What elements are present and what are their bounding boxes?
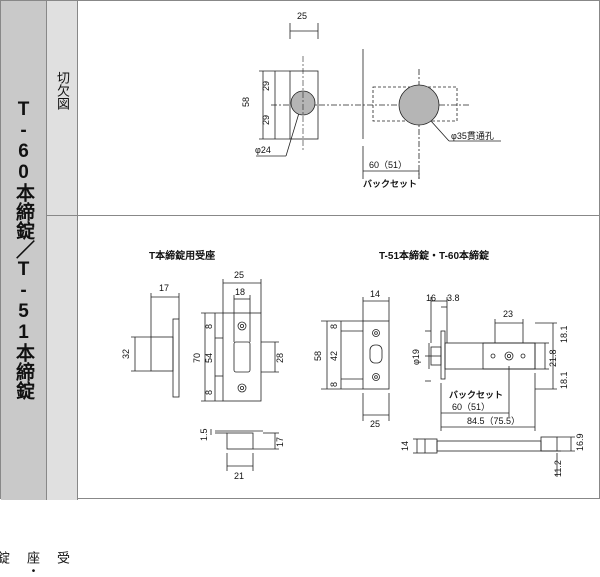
strike-dim-21: 21 xyxy=(234,471,244,481)
lock-dim-14-bottom: 14 xyxy=(400,441,410,451)
strike-plate-front xyxy=(222,312,262,402)
lock-dim-23: 23 xyxy=(503,309,513,319)
lock-dim-18-1-bottom: 18.1 xyxy=(559,371,569,389)
cutout-dim-58: 58 xyxy=(241,97,251,107)
lock-dim-8-top: 8 xyxy=(329,324,339,329)
lock-dim-84-5: 84.5（75.5） xyxy=(467,416,520,426)
strike-dim-17-bottom: 17 xyxy=(275,437,285,447)
lock-dim-21-8: 21.8 xyxy=(548,349,558,367)
section-divider xyxy=(77,215,600,216)
lock-dim-3-8: 3.8 xyxy=(447,293,460,303)
lock-bolt-bottom xyxy=(424,438,438,454)
lock-dim-11-2: 11.2 xyxy=(553,460,563,477)
strike-dim-18: 18 xyxy=(235,287,245,297)
strike-drawing xyxy=(131,279,279,471)
lock-dim-8-bottom: 8 xyxy=(329,382,339,387)
lock-dim-25: 25 xyxy=(370,419,380,429)
cutout-dim-25: 25 xyxy=(297,11,307,21)
strike-dim-8-top: 8 xyxy=(204,324,214,329)
strike-heading: T本締錠用受座 xyxy=(149,249,215,262)
lock-dim-16-9: 16.9 xyxy=(575,433,585,451)
cutout-dim-29-bottom: 29 xyxy=(261,115,271,125)
strike-box-side xyxy=(150,336,174,372)
lock-dim-18-1-top: 18.1 xyxy=(559,325,569,343)
lock-bolt-opening xyxy=(369,344,383,364)
cylinder-hole-24 xyxy=(290,90,316,116)
through-hole-35 xyxy=(398,84,440,126)
lock-dim-60-51: 60（51） xyxy=(452,402,490,412)
lock-front-plate xyxy=(362,320,390,390)
strike-dim-17: 17 xyxy=(159,283,169,293)
lock-dim-phi19: φ19 xyxy=(411,349,421,365)
door-edge-outline xyxy=(289,70,319,140)
lock-case-bottom xyxy=(436,440,542,452)
section-label-strike-lock: 受座・錠 xyxy=(0,551,70,577)
lock-dim-58: 58 xyxy=(313,351,323,361)
strike-dim-32: 32 xyxy=(121,349,131,359)
lock-case-side xyxy=(444,342,536,370)
strike-plate-side xyxy=(172,318,180,398)
product-title: T-60本締錠／T-51本締錠 xyxy=(13,99,34,400)
section-band-cutout: 切欠図 xyxy=(47,1,78,216)
strike-box-bottom xyxy=(226,432,254,450)
cutout-dim-phi24: φ24 xyxy=(255,145,271,155)
lock-dim-14: 14 xyxy=(370,289,380,299)
cutout-dim-phi35: φ35貫通孔 xyxy=(451,131,494,141)
drawings: 25 58 29 29 φ24 φ35貫通孔 60（51） バックセット T本締… xyxy=(121,11,585,481)
lock-faceplate-side xyxy=(440,330,446,380)
strike-dim-70: 70 xyxy=(192,353,202,363)
cutout-backset-label: バックセット xyxy=(363,179,417,189)
title-band: T-60本締錠／T-51本締錠 xyxy=(1,1,47,500)
section-label-cutout: 切欠図 xyxy=(55,71,70,110)
lock-drawing xyxy=(321,297,575,477)
lock-backset-label: バックセット xyxy=(449,390,503,400)
lock-heading: T-51本締錠・T-60本締錠 xyxy=(379,249,489,262)
strike-dim-28: 28 xyxy=(275,353,285,363)
cutout-dim-29-top: 29 xyxy=(261,81,271,91)
strike-dim-8-bottom: 8 xyxy=(204,390,214,395)
lock-dim-42: 42 xyxy=(329,351,339,361)
strike-dim-54: 54 xyxy=(204,353,214,363)
strike-dim-1-5: 1.5 xyxy=(199,428,209,441)
cutout-dim-60-51: 60（51） xyxy=(369,160,407,170)
lock-dim-16: 16 xyxy=(426,293,436,303)
strike-bolt-hole xyxy=(233,341,251,373)
strike-dim-25: 25 xyxy=(234,270,244,280)
